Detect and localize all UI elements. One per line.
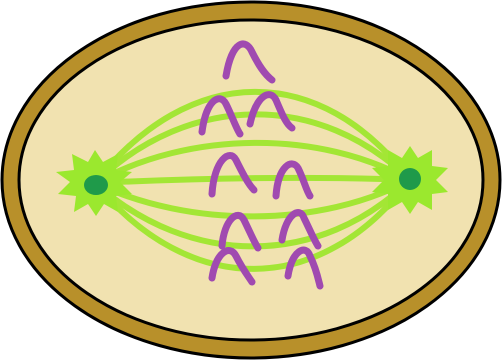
centriole (84, 175, 108, 195)
centriole (399, 168, 421, 190)
